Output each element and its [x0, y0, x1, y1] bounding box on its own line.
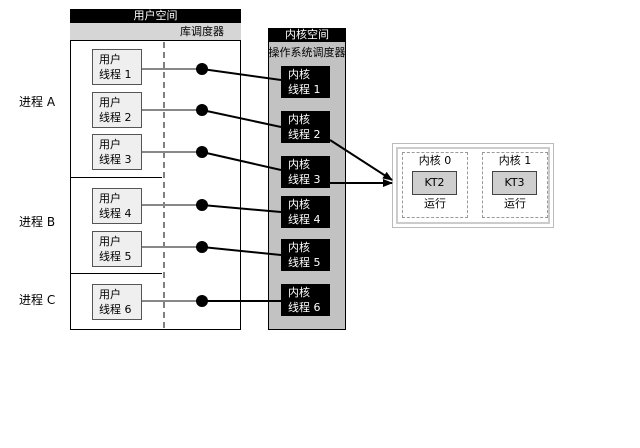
kernel-thread-6-line2: 线程 6 — [288, 301, 321, 314]
scheduler-dot-3 — [196, 146, 208, 158]
user-thread-6-line1: 用户 — [99, 288, 121, 301]
kernel-thread-4-line2: 线程 4 — [288, 213, 321, 226]
kernel-thread-1-line2: 线程 1 — [288, 83, 321, 96]
kernel-thread-4: 内核 线程 4 — [281, 196, 330, 228]
core-0-running-thread: KT2 — [412, 171, 457, 195]
user-thread-4-line2: 线程 4 — [99, 207, 132, 220]
kernel-thread-5-line2: 线程 5 — [288, 256, 321, 269]
kernel-thread-2: 内核 线程 2 — [281, 111, 330, 143]
scheduler-dot-5 — [196, 241, 208, 253]
core-0-label: 内核 0 — [418, 154, 452, 167]
kernel-thread-3-line2: 线程 3 — [288, 173, 321, 186]
user-thread-2-line1: 用户 — [99, 96, 121, 109]
kernel-thread-1-line1: 内核 — [288, 68, 310, 81]
kernel-thread-6-line1: 内核 — [288, 286, 310, 299]
core-1-running-thread: KT3 — [492, 171, 537, 195]
kernel-thread-4-line1: 内核 — [288, 198, 310, 211]
kernel-link-5 — [201, 246, 282, 256]
user-thread-6-line2: 线程 6 — [99, 303, 132, 316]
user-thread-2-line2: 线程 2 — [99, 111, 132, 124]
kernel-thread-1: 内核 线程 1 — [281, 66, 330, 98]
kernel-thread-2-line2: 线程 2 — [288, 128, 321, 141]
process-divider-ab — [70, 177, 162, 178]
core-0-status: 运行 — [424, 197, 446, 210]
user-thread-1-line1: 用户 — [99, 53, 121, 66]
user-thread-6: 用户 线程 6 — [92, 284, 142, 320]
core-1-status: 运行 — [504, 197, 526, 210]
user-thread-1-line2: 线程 1 — [99, 68, 132, 81]
user-thread-5-line1: 用户 — [99, 235, 121, 248]
user-thread-1: 用户 线程 1 — [92, 49, 142, 85]
kernel-thread-5-line1: 内核 — [288, 241, 310, 254]
kernel-link-2 — [201, 109, 282, 128]
core-1 — [482, 152, 548, 218]
kernel-thread-6: 内核 线程 6 — [281, 284, 330, 316]
kernel-space-title: 内核空间 — [268, 28, 346, 42]
process-label-c: 进程 C — [19, 293, 56, 307]
user-space-subheader — [70, 23, 241, 41]
kernel-thread-2-line1: 内核 — [288, 113, 310, 126]
scheduler-dot-1 — [196, 63, 208, 75]
process-label-b: 进程 B — [19, 215, 56, 229]
user-thread-3: 用户 线程 3 — [92, 134, 142, 170]
user-thread-4-line1: 用户 — [99, 192, 121, 205]
core-0 — [402, 152, 468, 218]
user-thread-4: 用户 线程 4 — [92, 188, 142, 224]
kernel-link-3 — [201, 151, 282, 171]
scheduler-dot-2 — [196, 104, 208, 116]
kernel-thread-3: 内核 线程 3 — [281, 156, 330, 188]
user-space-title: 用户空间 — [70, 9, 241, 23]
scheduler-dot-6 — [196, 295, 208, 307]
process-label-a: 进程 A — [19, 95, 56, 109]
kernel-thread-3-line1: 内核 — [288, 158, 310, 171]
process-divider-bc — [70, 273, 162, 274]
user-thread-5: 用户 线程 5 — [92, 231, 142, 267]
library-scheduler-label: 库调度器 — [180, 25, 224, 38]
os-scheduler-label: 操作系统调度器 — [268, 46, 346, 59]
core-1-label: 内核 1 — [498, 154, 532, 167]
user-thread-3-line2: 线程 3 — [99, 153, 132, 166]
user-thread-3-line1: 用户 — [99, 138, 121, 151]
cpu-inner-frame — [396, 147, 550, 224]
scheduler-dot-4 — [196, 199, 208, 211]
kernel-link-4 — [201, 204, 282, 213]
kernel-thread-5: 内核 线程 5 — [281, 239, 330, 271]
user-thread-2: 用户 线程 2 — [92, 92, 142, 128]
user-thread-5-line2: 线程 5 — [99, 250, 132, 263]
kernel-link-1 — [201, 68, 282, 81]
dispatch-arrow-kt2 — [329, 139, 393, 181]
